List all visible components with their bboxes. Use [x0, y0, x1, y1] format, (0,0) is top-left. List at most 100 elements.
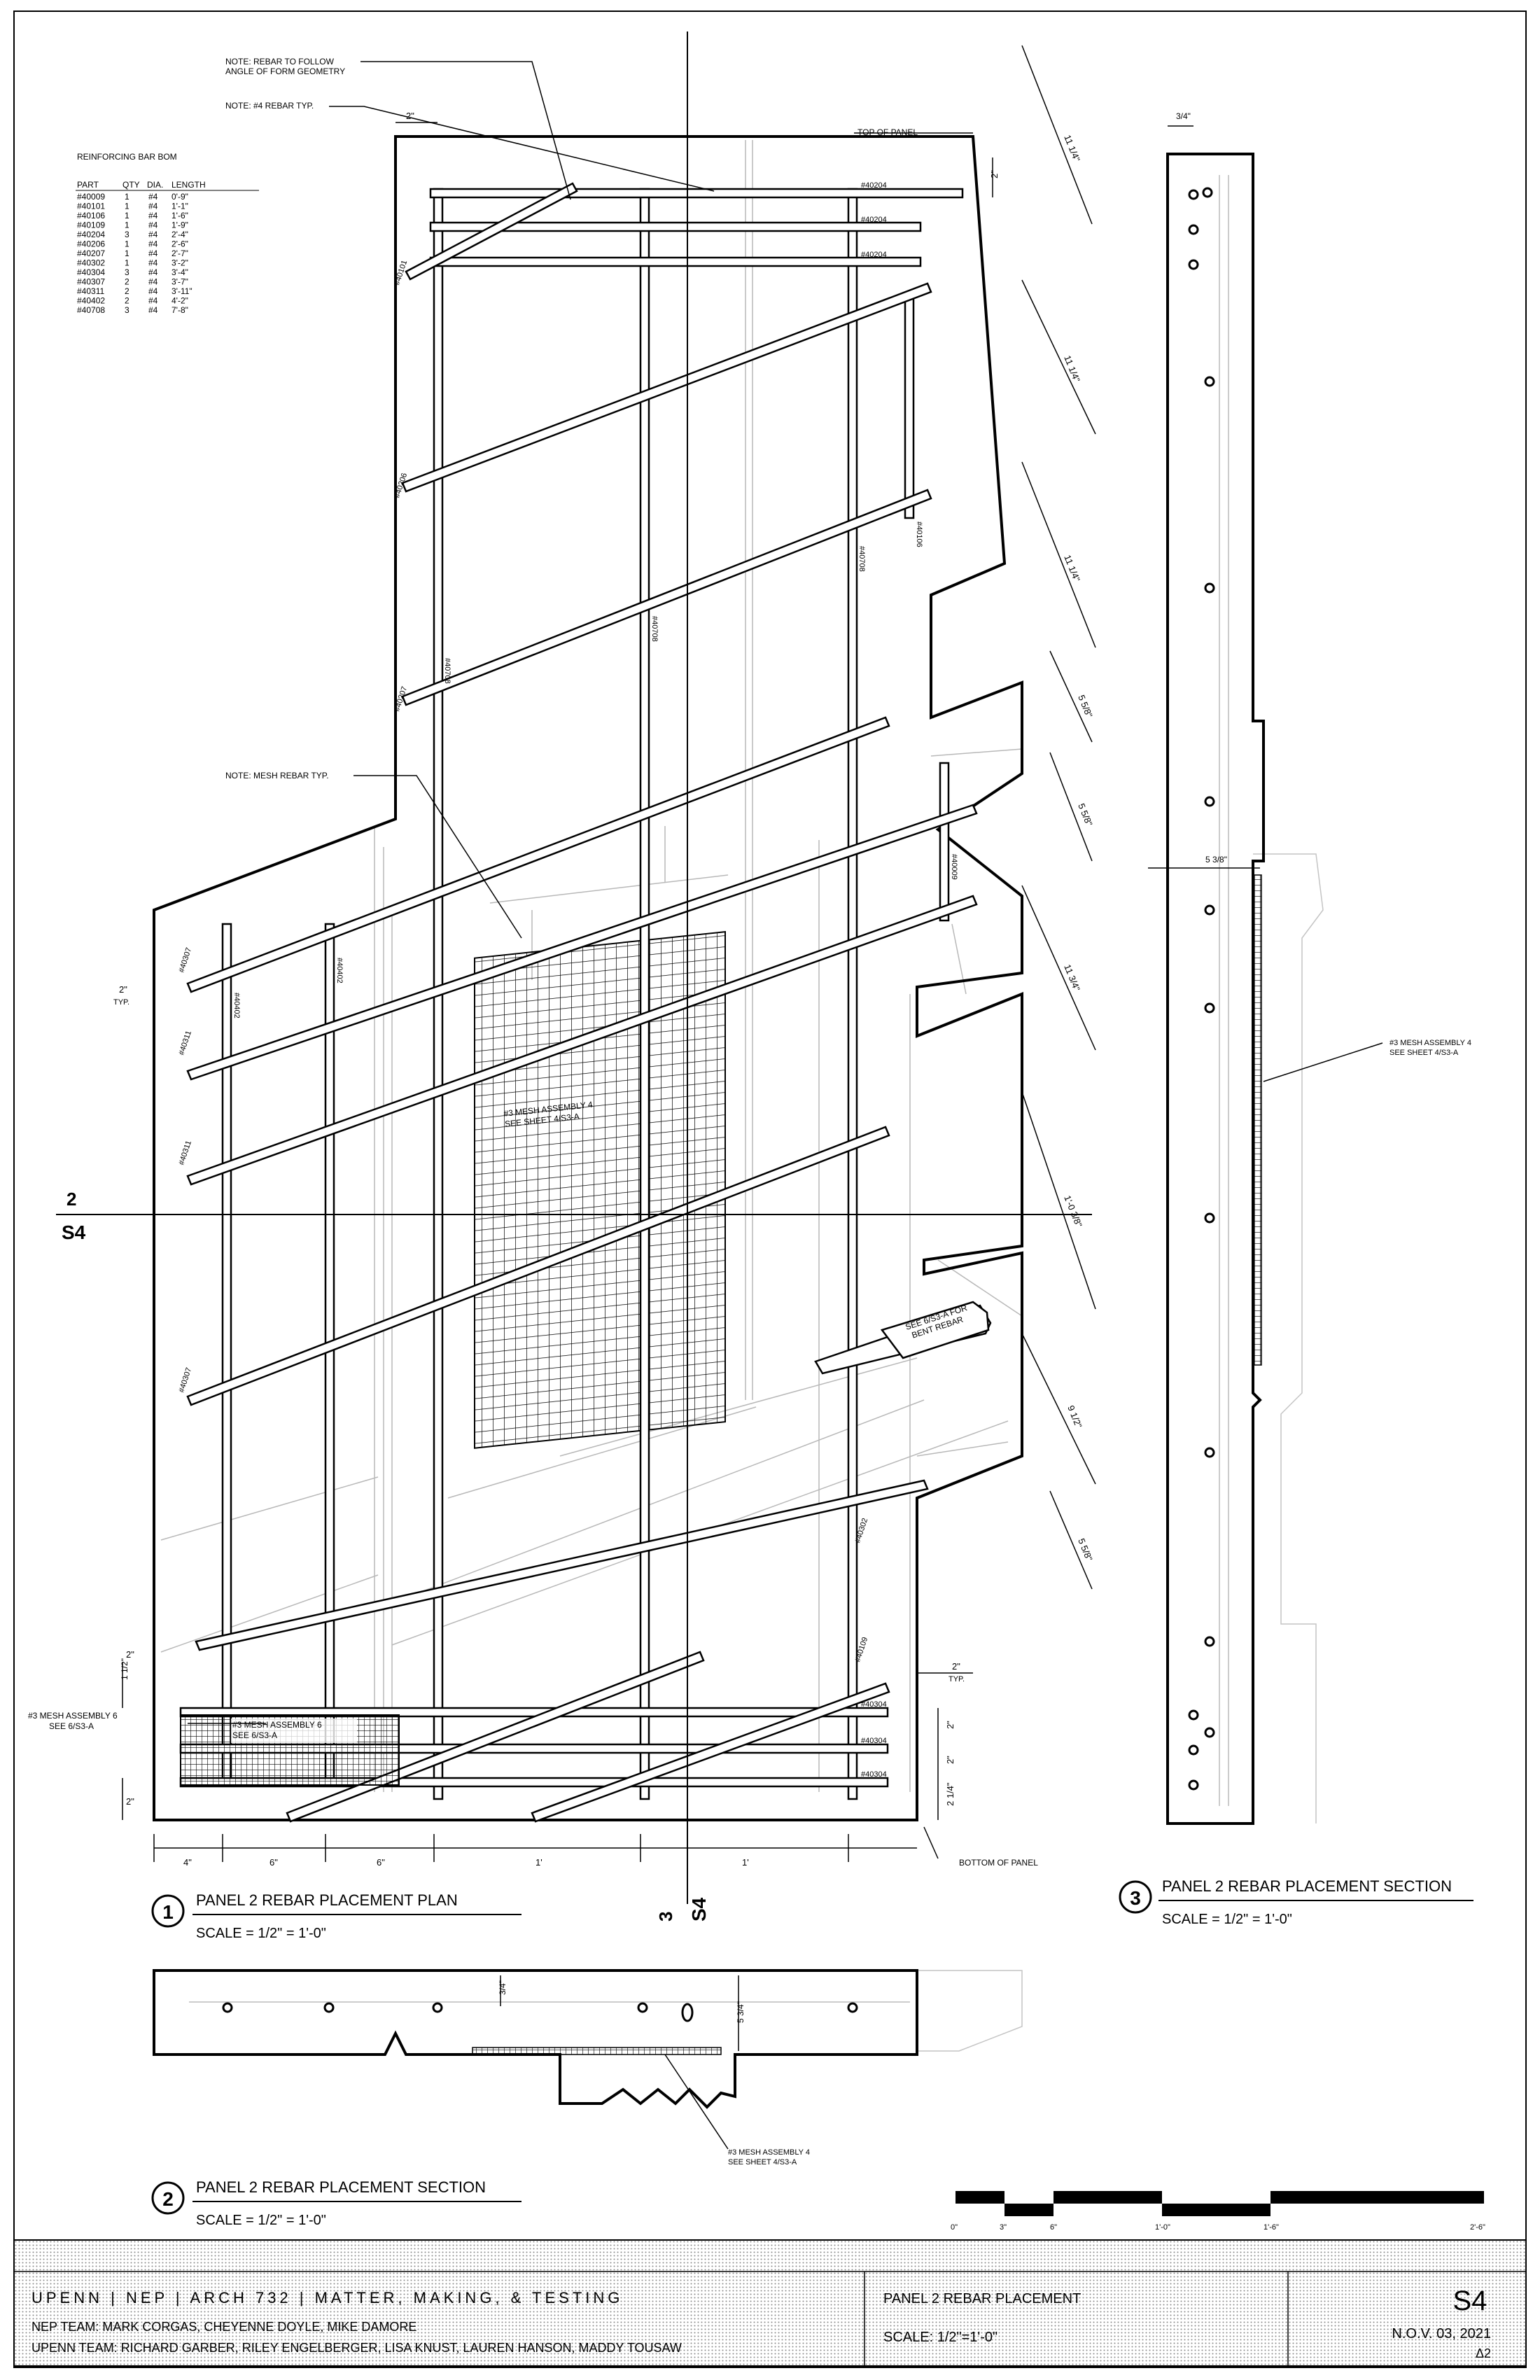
- bom-cell: 3: [125, 305, 130, 315]
- bom-cell: 7'-8": [172, 305, 188, 315]
- svg-text:1'-0": 1'-0": [1155, 2223, 1170, 2232]
- svg-text:9 1/2": 9 1/2": [1065, 1404, 1084, 1430]
- bom-cell: #40206: [77, 239, 105, 249]
- section-2-outline: [153, 1969, 918, 2109]
- note-rebar-typ: NOTE: #4 REBAR TYP.: [225, 101, 314, 111]
- svg-text:SEE SHEET 4/S3-A: SEE SHEET 4/S3-A: [1390, 1049, 1459, 1057]
- svg-text:2: 2: [162, 2188, 174, 2210]
- bar-tag: #40304: [861, 1700, 887, 1709]
- rebar-diagonal: [186, 804, 978, 1081]
- rebar-section-dot: [847, 2002, 858, 2013]
- rebar-section-dot: [222, 2002, 233, 2013]
- svg-text:6": 6": [270, 1857, 278, 1868]
- bom-cell: #4: [148, 211, 158, 220]
- bar-tag: #40307: [177, 946, 193, 974]
- svg-text:2": 2": [119, 984, 127, 995]
- svg-text:S4: S4: [62, 1222, 86, 1243]
- rebar-section-dot: [681, 2003, 694, 2022]
- bom-cell: 2'-4": [172, 230, 188, 239]
- svg-text:SCALE = 1/2" = 1'-0": SCALE = 1/2" = 1'-0": [1162, 1912, 1292, 1927]
- rebar-section-dot: [1188, 224, 1199, 235]
- rebar-section-dot: [1204, 1727, 1215, 1738]
- svg-text:LENGTH: LENGTH: [172, 180, 206, 190]
- svg-text:3/4": 3/4": [498, 1980, 507, 1995]
- bom-cell: 1: [125, 248, 130, 258]
- bom-cell: #40402: [77, 296, 105, 306]
- rebar-section-dot: [1188, 189, 1199, 200]
- course-title: UPENN | NEP | ARCH 732 | MATTER, MAKING,…: [31, 2289, 623, 2306]
- bar-tag: #40311: [177, 1030, 193, 1056]
- bom-cell: 3: [125, 267, 130, 277]
- rebar-vertical: [639, 188, 650, 1800]
- bar-tag: #40708: [443, 658, 451, 684]
- rebar-section-dot: [1204, 582, 1215, 594]
- svg-text:0": 0": [951, 2223, 958, 2232]
- bom-cell: #40106: [77, 211, 105, 220]
- svg-text:11 1/4": 11 1/4": [1062, 554, 1082, 584]
- section-3-mesh: [1252, 874, 1262, 1366]
- rebar-section-dot: [1204, 1212, 1215, 1224]
- rebar-vertical: [324, 923, 335, 1786]
- bom-cell: 1: [125, 202, 130, 211]
- rebar-vertical: [939, 762, 950, 922]
- bom-cell: 2'-6": [172, 239, 188, 249]
- svg-text:DIA.: DIA.: [147, 180, 163, 190]
- svg-text:2'-6": 2'-6": [1470, 2223, 1485, 2232]
- bom-cell: #4: [148, 230, 158, 239]
- svg-text:11 1/4": 11 1/4": [1062, 134, 1082, 164]
- svg-text:3/4": 3/4": [1176, 111, 1191, 121]
- section-marker-3: 3 S4: [655, 1897, 710, 1921]
- rebar-vertical: [904, 293, 915, 519]
- section-3-outline: [1166, 153, 1265, 1825]
- bar-tag: #40204: [861, 181, 887, 190]
- bom-cell: 1: [125, 258, 130, 268]
- bom-cell: #4: [148, 296, 158, 306]
- mesh-assembly-6: [180, 1714, 400, 1786]
- bom-cell: #4: [148, 305, 158, 315]
- svg-text:TYP.: TYP.: [948, 1675, 965, 1684]
- section-view-3: 3/4" 5 3/8" #3 MESH ASSEMBLY 4 SEE SHEET…: [1119, 111, 1474, 1927]
- bom-cell: #4: [148, 267, 158, 277]
- svg-text:3": 3": [1000, 2223, 1007, 2232]
- rebar-diagonal: [531, 1682, 890, 1823]
- bom-cell: 1'-1": [172, 202, 188, 211]
- bom-cell: 1: [125, 239, 130, 249]
- plan-view: SEE 6/S3-A FOR BENT REBAR NOTE: REBAR TO…: [28, 31, 1096, 1941]
- note-bottom-of-panel: BOTTOM OF PANEL: [959, 1858, 1038, 1868]
- svg-text:2": 2": [989, 170, 1000, 178]
- svg-text:6": 6": [377, 1857, 385, 1868]
- bar-tag: #40304: [861, 1770, 887, 1779]
- svg-text:5 3/4": 5 3/4": [736, 2001, 746, 2023]
- revision: Δ2: [1476, 2346, 1491, 2360]
- rebar-section-dot: [323, 2002, 335, 2013]
- upenn-team: UPENN TEAM: RICHARD GARBER, RILEY ENGELB…: [31, 2341, 682, 2355]
- bom-cell: #40311: [77, 286, 104, 296]
- svg-text:1': 1': [536, 1857, 542, 1868]
- section-view-2: 3/4" 5 3/4" #3 MESH ASSEMBLY 4 SEE SHEET…: [151, 1969, 1023, 2228]
- rebar-section-dot: [1188, 259, 1199, 270]
- bom-cell: 3'-11": [172, 286, 192, 296]
- svg-text:1'-0 3/8": 1'-0 3/8": [1062, 1194, 1084, 1229]
- svg-text:2": 2": [945, 1721, 955, 1729]
- view-title-2: 2 PANEL 2 REBAR PLACEMENT SECTION SCALE …: [151, 2178, 522, 2228]
- bom-cell: 2: [125, 277, 130, 287]
- bar-tag: #40009: [950, 854, 958, 880]
- bar-tag: #40106: [915, 522, 923, 547]
- bom-cell: #4: [148, 202, 158, 211]
- bom-cell: #4: [148, 277, 158, 287]
- svg-text:5 5/8": 5 5/8": [1076, 802, 1095, 828]
- bom-cell: 3'-4": [172, 267, 188, 277]
- bom-cell: #40302: [77, 258, 105, 268]
- bom-cell: #4: [148, 220, 158, 230]
- rebar-diagonal: [186, 1126, 890, 1406]
- bom-cell: 4'-2": [172, 296, 188, 306]
- svg-text:11 1/4": 11 1/4": [1062, 354, 1082, 384]
- svg-text:2": 2": [126, 1649, 134, 1660]
- rebar-diagonal: [405, 182, 578, 281]
- svg-text:#3 MESH ASSEMBLY 4: #3 MESH ASSEMBLY 4: [728, 2148, 810, 2157]
- svg-text:4": 4": [183, 1857, 192, 1868]
- bar-tag: #40307: [177, 1366, 193, 1394]
- svg-text:2: 2: [66, 1189, 76, 1210]
